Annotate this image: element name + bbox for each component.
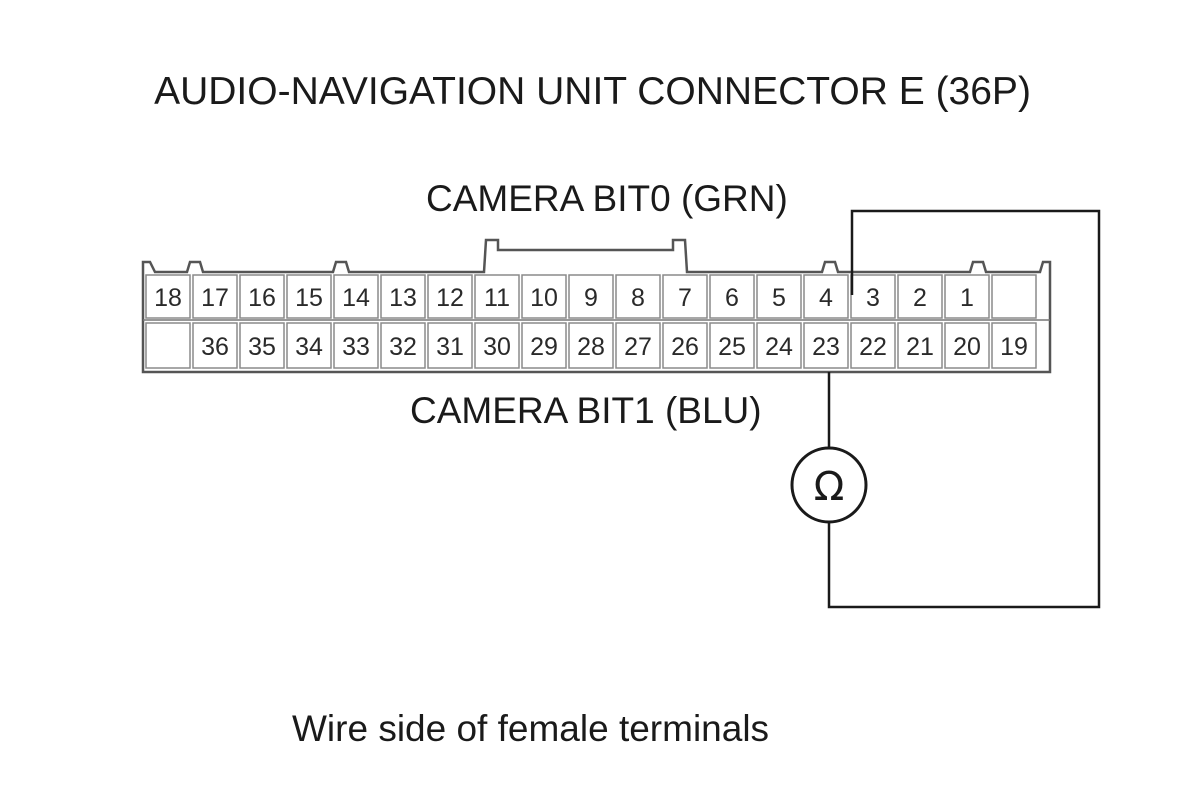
terminal-cell-28 bbox=[568, 322, 614, 369]
terminal-cell-4 bbox=[803, 274, 849, 319]
terminal-cell-31 bbox=[427, 322, 473, 369]
terminal-cell-27 bbox=[615, 322, 661, 369]
terminal-cell-21 bbox=[897, 322, 943, 369]
terminal-number-30: 30 bbox=[483, 333, 511, 361]
terminal-cell-9 bbox=[568, 274, 614, 319]
terminal-cell-24 bbox=[756, 322, 802, 369]
meter-wiring bbox=[827, 209, 1101, 609]
terminal-number-24: 24 bbox=[765, 333, 793, 361]
diagram-title: AUDIO-NAVIGATION UNIT CONNECTOR E (36P) bbox=[154, 70, 1031, 113]
terminal-number-3: 3 bbox=[866, 284, 880, 312]
label-camera-bit0: CAMERA BIT0 (GRN) bbox=[426, 178, 788, 219]
terminal-cell-20 bbox=[944, 322, 990, 369]
terminal-cell-8 bbox=[615, 274, 661, 319]
terminal-number-35: 35 bbox=[248, 333, 276, 361]
terminal-cell-18 bbox=[145, 274, 191, 319]
label-camera-bit1: CAMERA BIT1 (BLU) bbox=[410, 390, 762, 431]
terminal-number-12: 12 bbox=[436, 284, 464, 312]
diagram-caption: Wire side of female terminals bbox=[292, 708, 770, 749]
terminal-number-25: 25 bbox=[718, 333, 746, 361]
terminal-number-21: 21 bbox=[906, 333, 934, 361]
terminal-cell-10 bbox=[521, 274, 567, 319]
terminal-cell-11 bbox=[474, 274, 520, 319]
terminal-number-1: 1 bbox=[960, 284, 974, 312]
terminal-number-17: 17 bbox=[201, 284, 229, 312]
terminal-number-18: 18 bbox=[154, 284, 182, 312]
terminal-number-15: 15 bbox=[295, 284, 323, 312]
terminal-cell-36 bbox=[192, 322, 238, 369]
terminal-cell-17 bbox=[192, 274, 238, 319]
terminal-number-16: 16 bbox=[248, 284, 276, 312]
terminal-cell-32 bbox=[380, 322, 426, 369]
terminal-number-19: 19 bbox=[1000, 333, 1028, 361]
terminal-number-20: 20 bbox=[953, 333, 981, 361]
terminal-number-8: 8 bbox=[631, 284, 645, 312]
terminal-cell-7 bbox=[662, 274, 708, 319]
terminal-cell-29 bbox=[521, 322, 567, 369]
terminal-number-6: 6 bbox=[725, 284, 739, 312]
terminal-cell-blank bbox=[991, 274, 1037, 319]
terminal-number-4: 4 bbox=[819, 284, 833, 312]
terminal-number-28: 28 bbox=[577, 333, 605, 361]
terminal-number-31: 31 bbox=[436, 333, 464, 361]
terminal-cell-5 bbox=[756, 274, 802, 319]
terminal-cell-30 bbox=[474, 322, 520, 369]
terminal-number-23: 23 bbox=[812, 333, 840, 361]
terminal-number-34: 34 bbox=[295, 333, 323, 361]
terminal-number-26: 26 bbox=[671, 333, 699, 361]
terminal-number-32: 32 bbox=[389, 333, 417, 361]
terminal-number-2: 2 bbox=[913, 284, 927, 312]
terminal-cell-15 bbox=[286, 274, 332, 319]
terminal-cell-26 bbox=[662, 322, 708, 369]
terminal-cell-1 bbox=[944, 274, 990, 319]
terminal-number-5: 5 bbox=[772, 284, 786, 312]
terminal-cell-34 bbox=[286, 322, 332, 369]
ohmmeter-icon bbox=[790, 446, 868, 524]
terminal-cell-blank bbox=[145, 322, 191, 369]
terminal-cell-35 bbox=[239, 322, 285, 369]
terminal-number-27: 27 bbox=[624, 333, 652, 361]
terminal-number-10: 10 bbox=[530, 284, 558, 312]
ohmmeter-symbol: Ω bbox=[814, 464, 845, 510]
terminal-number-14: 14 bbox=[342, 284, 370, 312]
terminal-number-29: 29 bbox=[530, 333, 558, 361]
terminal-cell-16 bbox=[239, 274, 285, 319]
terminal-number-36: 36 bbox=[201, 333, 229, 361]
terminal-cell-25 bbox=[709, 322, 755, 369]
terminal-cell-2 bbox=[897, 274, 943, 319]
terminal-number-13: 13 bbox=[389, 284, 417, 312]
terminal-cell-19 bbox=[991, 322, 1037, 369]
terminal-number-11: 11 bbox=[484, 284, 510, 312]
terminal-number-22: 22 bbox=[859, 333, 887, 361]
terminal-cell-6 bbox=[709, 274, 755, 319]
terminal-cell-12 bbox=[427, 274, 473, 319]
terminal-cell-22 bbox=[850, 322, 896, 369]
terminal-number-33: 33 bbox=[342, 333, 370, 361]
terminal-cell-33 bbox=[333, 322, 379, 369]
terminal-cell-23 bbox=[803, 322, 849, 369]
terminal-cell-13 bbox=[380, 274, 426, 319]
probe-wire-bit0 bbox=[827, 209, 1101, 609]
terminal-number-7: 7 bbox=[678, 284, 692, 312]
terminal-cell-3 bbox=[850, 274, 896, 319]
terminal-number-9: 9 bbox=[584, 284, 598, 312]
terminal-cell-14 bbox=[333, 274, 379, 319]
